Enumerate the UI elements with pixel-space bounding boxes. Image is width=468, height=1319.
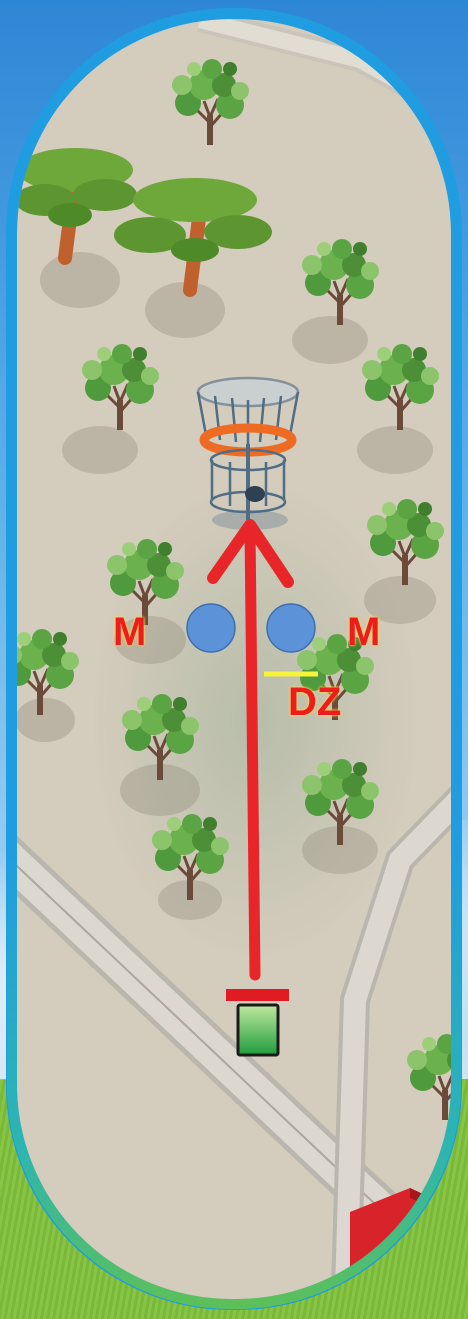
tree-icon [114, 178, 272, 297]
mando-right-label: M [347, 610, 381, 654]
out-of-bounds-flag-icon [350, 1188, 451, 1299]
disc-golf-basket-icon [196, 376, 300, 530]
mando-left-marker [186, 603, 236, 653]
throw-line-arrow [207, 519, 294, 981]
tree-shadows [17, 252, 436, 920]
tee-pad-icon [226, 989, 289, 1057]
mando-right-marker [266, 603, 316, 653]
drop-zone-label: DZ [288, 680, 342, 724]
mando-left-label: M [113, 610, 147, 654]
tree-icon [17, 148, 137, 265]
card-border [7, 9, 461, 1309]
